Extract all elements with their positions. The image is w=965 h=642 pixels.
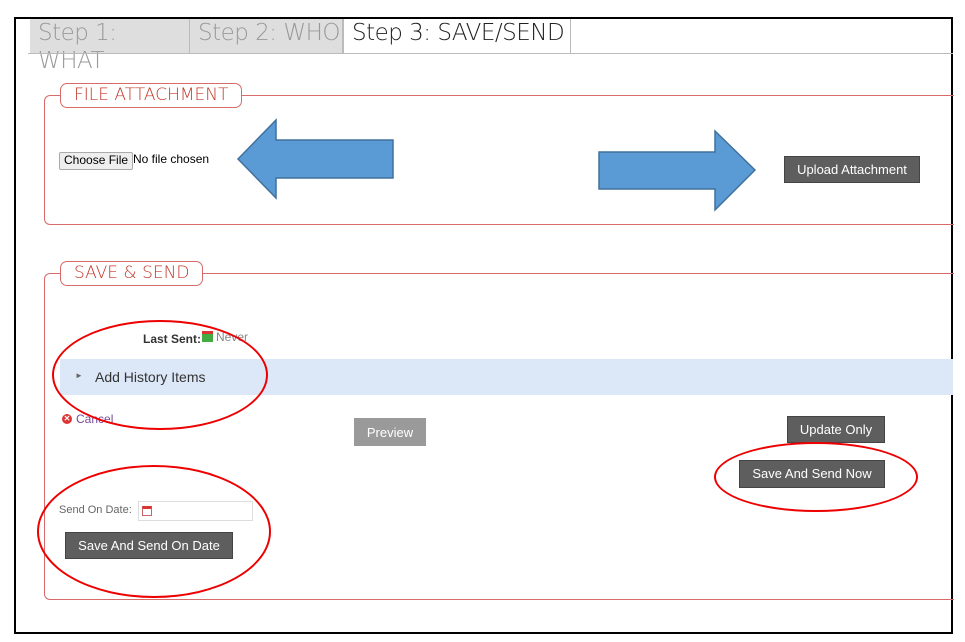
screenshot-frame [14,17,953,634]
save-and-send-now-button[interactable]: Save And Send Now [739,460,885,488]
cancel-icon: ✕ [62,414,72,424]
save-send-fieldset [44,273,954,600]
tab-save-send[interactable]: Step 3: SAVE/SEND [343,19,571,53]
save-send-legend: SAVE & SEND [60,261,204,286]
no-file-text: No file chosen [133,152,210,166]
save-and-send-on-date-button[interactable]: Save And Send On Date [65,532,233,559]
tab-what[interactable]: Step 1: WHAT [30,19,190,74]
frame-edge [951,17,953,632]
tab-who[interactable]: Step 2: WHO [190,19,343,53]
last-sent-label: Last Sent: [143,332,202,346]
add-history-items-label: Add History Items [95,369,206,385]
send-on-date-input[interactable] [138,501,253,521]
file-attachment-legend: FILE ATTACHMENT [60,83,243,108]
add-history-items-bar[interactable]: ► Add History Items [60,359,953,395]
calendar-icon[interactable] [142,506,152,516]
file-attachment-fieldset [44,95,954,225]
send-on-date-label: Send On Date: [59,504,132,516]
tab-divider [28,53,953,54]
preview-button[interactable]: Preview [354,418,426,446]
choose-file-button[interactable]: Choose File [59,152,134,170]
right-arrow-icon [598,129,757,212]
left-arrow-icon [236,118,394,200]
expand-triangle-icon: ► [75,371,83,380]
upload-attachment-button[interactable]: Upload Attachment [784,156,920,183]
calendar-icon [202,331,213,342]
last-sent-value: Never [216,330,249,344]
cancel-link[interactable]: Cancel [76,412,114,426]
update-only-button[interactable]: Update Only [787,416,885,443]
